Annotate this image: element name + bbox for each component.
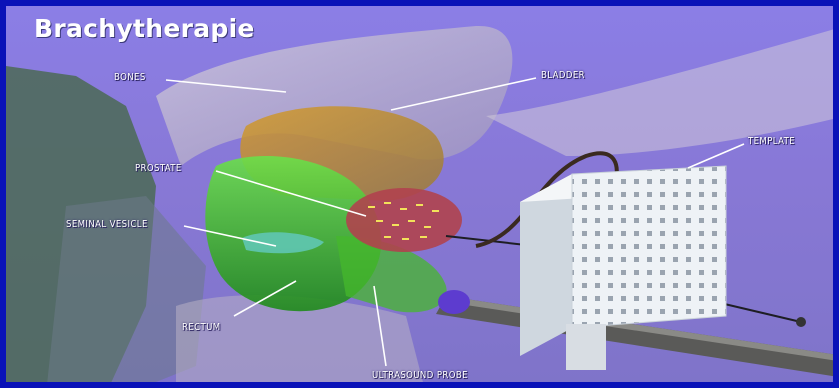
label-bladder: BLADDER: [541, 70, 585, 81]
ultrasound-probe-leader: [374, 286, 386, 366]
label-template: TEMPLATE: [748, 136, 795, 147]
seminal-vesicle-leader: [184, 226, 276, 246]
bones-leader: [166, 80, 286, 92]
label-rectum: RECTUM: [182, 322, 221, 333]
label-seminal-vesicle: SEMINAL VESICLE: [66, 219, 148, 230]
leader-lines: [6, 6, 839, 388]
label-bones: BONES: [114, 72, 146, 83]
prostate-leader: [216, 171, 366, 216]
label-ultrasound-probe: ULTRASOUND PROBE: [372, 370, 468, 381]
bladder-leader: [391, 78, 536, 110]
label-prostate: PROSTATE: [135, 163, 182, 174]
template-leader: [688, 144, 744, 168]
rectum-leader: [234, 281, 296, 316]
